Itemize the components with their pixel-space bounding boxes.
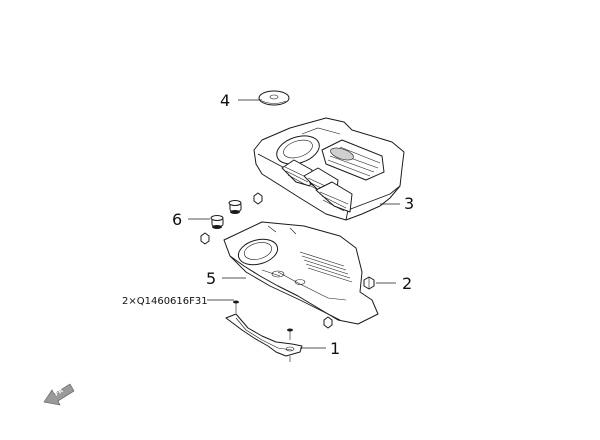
grommet <box>210 215 224 229</box>
callout-1: 1 <box>330 339 340 358</box>
part-3-engine-cover <box>253 117 405 221</box>
front-arrow-icon: FR <box>43 383 75 406</box>
grommet <box>228 200 242 214</box>
callout-2: 2 <box>402 274 412 293</box>
part-4-cap <box>258 90 290 106</box>
callout-3: 3 <box>404 194 414 213</box>
bolts <box>233 300 293 340</box>
leader-lines <box>188 99 400 349</box>
part-5-lower-cover <box>223 221 379 325</box>
bolt-right <box>287 328 293 340</box>
part-2-clip <box>363 276 375 290</box>
callout-6: 6 <box>172 210 182 229</box>
bolt-left <box>233 300 239 313</box>
callout-5: 5 <box>206 269 216 288</box>
bolt-spec-label: 2×Q1460616F31 <box>122 296 208 307</box>
part-1-bracket <box>225 313 303 362</box>
clips <box>200 192 333 329</box>
front-arrow-label: FR <box>53 387 64 398</box>
callout-4: 4 <box>220 91 230 110</box>
